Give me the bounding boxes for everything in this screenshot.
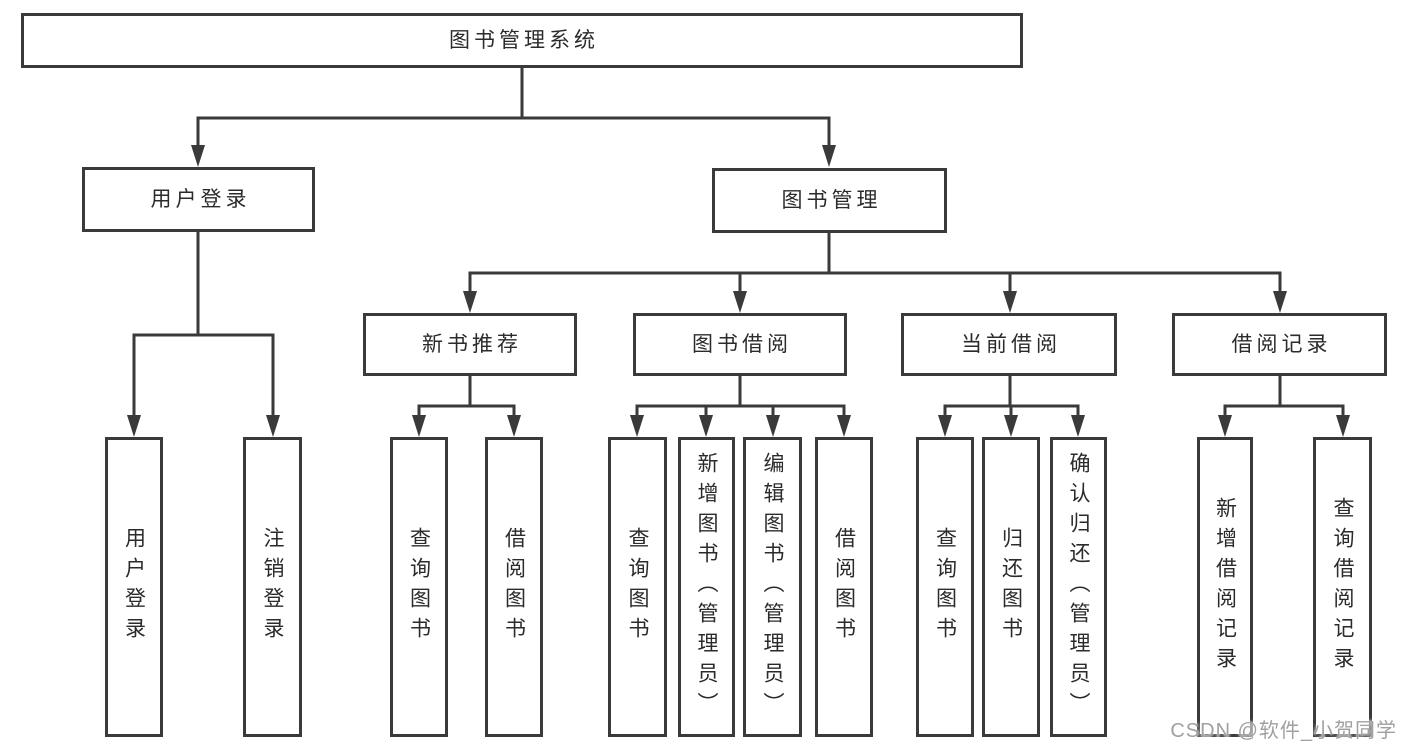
node-label-book-mgmt: 图书管理 (781, 189, 882, 212)
node-leaf-confirm-return-admin: 确认归还（管理员） (1050, 437, 1107, 737)
node-current-borrow: 当前借阅 (901, 313, 1117, 376)
node-label-leaf-add-book-admin: 新增图书（管理员） (695, 452, 718, 722)
node-leaf-borrow-book-2: 借阅图书 (815, 437, 873, 737)
node-label-leaf-borrow-book-new: 借阅图书 (502, 527, 526, 647)
node-label-new-book-rec: 新书推荐 (422, 333, 522, 356)
node-label-leaf-borrow-book-2: 借阅图书 (832, 527, 856, 647)
node-leaf-add-borrow-record: 新增借阅记录 (1197, 437, 1253, 737)
node-label-leaf-edit-book-admin: 编辑图书（管理员） (761, 452, 784, 722)
node-leaf-return-book: 归还图书 (982, 437, 1040, 737)
node-label-book-borrow: 图书借阅 (692, 333, 792, 356)
node-book-borrow: 图书借阅 (633, 313, 847, 376)
node-new-book-rec: 新书推荐 (363, 313, 577, 376)
node-leaf-add-book-admin: 新增图书（管理员） (678, 437, 735, 737)
node-leaf-borrow-book-new: 借阅图书 (485, 437, 543, 737)
node-label-leaf-return-book: 归还图书 (999, 527, 1023, 647)
node-leaf-edit-book-admin: 编辑图书（管理员） (743, 437, 802, 737)
node-leaf-user-login: 用户登录 (105, 437, 163, 737)
node-label-leaf-query-book-current: 查询图书 (933, 527, 957, 647)
node-book-mgmt: 图书管理 (712, 168, 947, 233)
node-label-leaf-query-book-new: 查询图书 (407, 527, 431, 647)
node-label-current-borrow: 当前借阅 (961, 333, 1061, 356)
node-user-login: 用户登录 (82, 167, 315, 232)
node-label-leaf-add-borrow-record: 新增借阅记录 (1213, 497, 1237, 677)
node-leaf-query-book-current: 查询图书 (916, 437, 974, 737)
node-leaf-query-book-new: 查询图书 (390, 437, 448, 737)
node-label-user-login: 用户登录 (150, 188, 251, 211)
node-label-borrow-records: 借阅记录 (1231, 333, 1332, 356)
node-root: 图书管理系统 (21, 13, 1023, 68)
node-label-leaf-user-login: 用户登录 (122, 527, 146, 647)
node-leaf-query-borrow-record: 查询借阅记录 (1313, 437, 1372, 737)
node-label-leaf-logout-login: 注销登录 (261, 527, 284, 647)
node-label-leaf-query-book-borrow: 查询图书 (626, 527, 649, 647)
node-label-leaf-confirm-return-admin: 确认归还（管理员） (1067, 452, 1090, 722)
node-label-leaf-query-borrow-record: 查询借阅记录 (1331, 497, 1354, 677)
node-borrow-records: 借阅记录 (1172, 313, 1387, 376)
node-leaf-logout-login: 注销登录 (243, 437, 302, 737)
node-label-root: 图书管理系统 (449, 29, 599, 52)
watermark-text: CSDN @软件_小贺同学 (1170, 720, 1397, 742)
node-leaf-query-book-borrow: 查询图书 (608, 437, 667, 737)
